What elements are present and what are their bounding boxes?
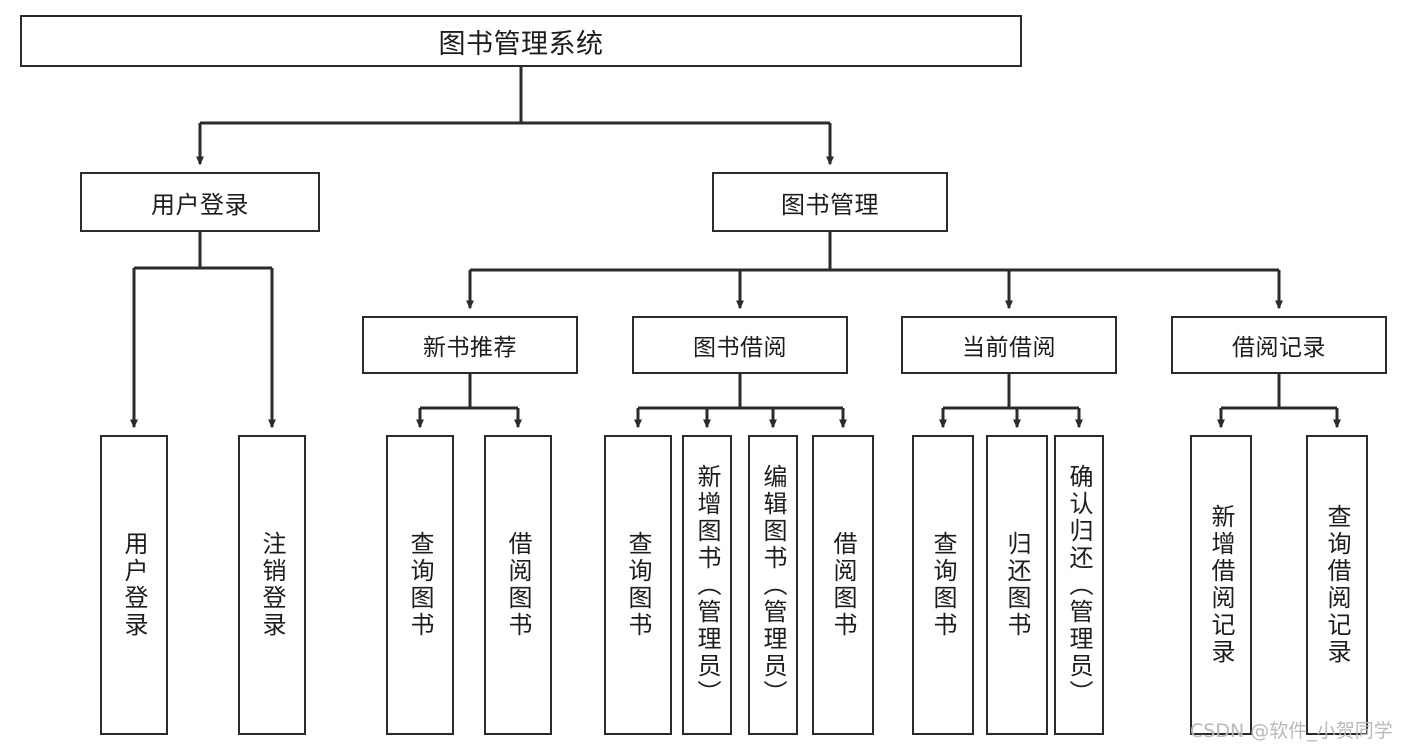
connector-group-book-borrow [634,374,847,429]
node-label: 确认归还（管理员） [1065,463,1093,707]
node-label: 查询图书 [929,531,957,639]
node-label: 借阅图书 [504,531,532,639]
node-root-title[interactable]: 图书管理系统 [20,15,1022,67]
node-label: 图书借阅 [693,335,787,361]
node-label: 借阅记录 [1232,335,1326,361]
node-leaf-add-record[interactable]: 新增借阅记录 [1190,435,1252,735]
node-user-login[interactable]: 用户登录 [80,172,320,232]
node-label: 用户登录 [151,190,249,219]
connector-group-current-borrow [939,374,1083,429]
node-label: 注销登录 [258,531,286,639]
node-leaf-query-record[interactable]: 查询借阅记录 [1306,435,1368,735]
node-label: 图书管理系统 [438,28,604,60]
csdn-watermark: CSDN @软件_小贺同学 [1190,720,1393,742]
node-label: 查询借阅记录 [1323,504,1351,666]
node-book-management[interactable]: 图书管理 [712,172,948,232]
node-current-borrow[interactable]: 当前借阅 [901,316,1117,374]
node-leaf-confirm-return[interactable]: 确认归还（管理员） [1054,435,1104,735]
node-leaf-query-book-2[interactable]: 查询图书 [604,435,672,735]
node-label: 当前借阅 [962,335,1056,361]
node-label: 借阅图书 [829,531,857,639]
node-leaf-query-book-3[interactable]: 查询图书 [912,435,974,735]
node-label: 新书推荐 [423,335,517,361]
connector-group-root [196,67,834,166]
node-label: 新增借阅记录 [1207,504,1235,666]
node-book-borrow[interactable]: 图书借阅 [632,316,848,374]
node-label: 新增图书（管理员） [693,463,721,707]
node-new-book-recommend[interactable]: 新书推荐 [362,316,578,374]
node-leaf-logout[interactable]: 注销登录 [238,435,306,735]
node-leaf-edit-book[interactable]: 编辑图书（管理员） [748,435,798,735]
node-label: 编辑图书（管理员） [759,463,787,707]
connector-group-new-book-recommend [416,374,522,429]
node-leaf-query-book-1[interactable]: 查询图书 [386,435,454,735]
node-leaf-borrow-book-1[interactable]: 借阅图书 [484,435,552,735]
node-label: 查询图书 [406,531,434,639]
node-leaf-add-book[interactable]: 新增图书（管理员） [682,435,732,735]
node-label: 用户登录 [120,531,148,639]
node-borrow-record[interactable]: 借阅记录 [1171,316,1387,374]
connector-group-borrow-record [1217,374,1341,429]
node-leaf-return-book[interactable]: 归还图书 [986,435,1048,735]
node-leaf-borrow-book-2[interactable]: 借阅图书 [812,435,874,735]
node-leaf-user-login[interactable]: 用户登录 [100,435,168,735]
node-label: 查询图书 [624,531,652,639]
connector-group-book-management [466,232,1283,310]
node-label: 图书管理 [781,190,879,219]
node-label: 归还图书 [1003,531,1031,639]
connector-group-user-login [130,232,276,429]
